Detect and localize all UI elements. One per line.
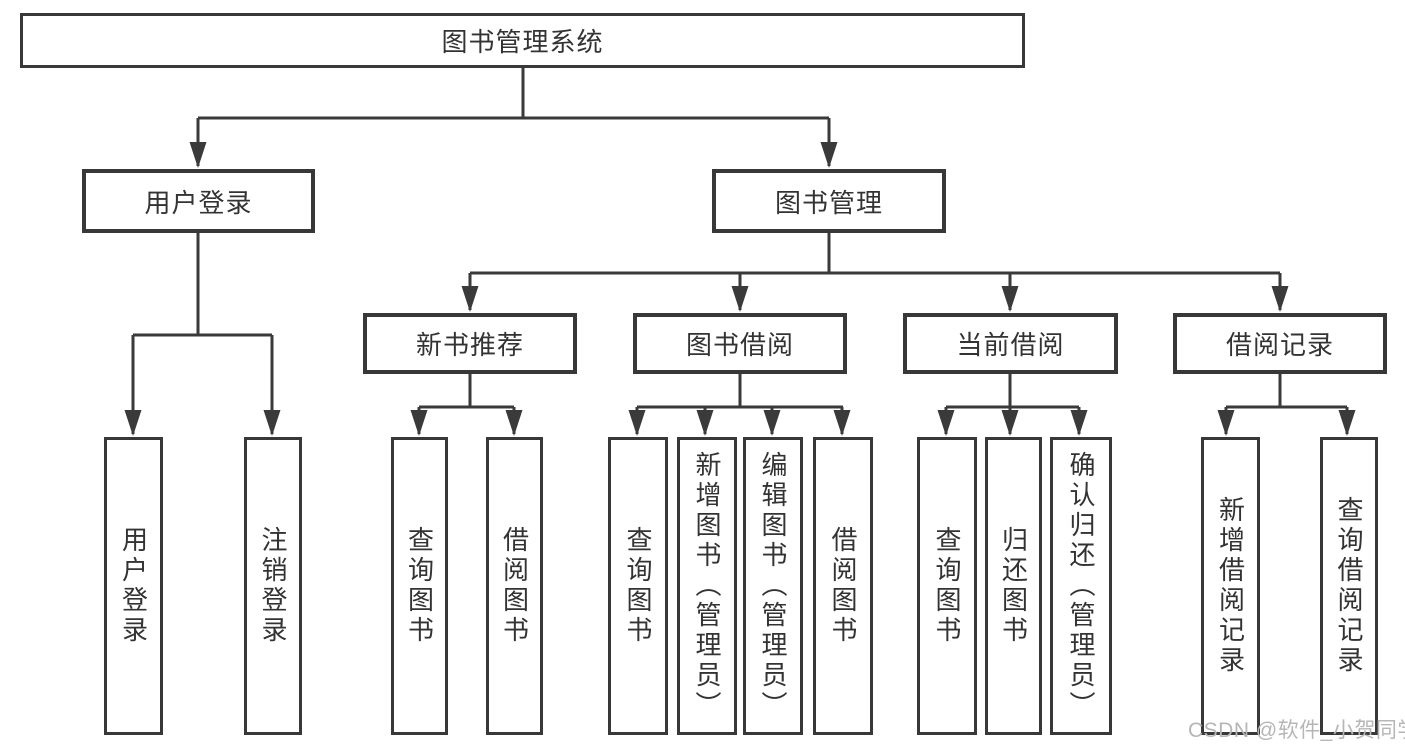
leaf-records-add-record-label: 新增借阅记录: [1215, 496, 1246, 676]
node-book-management-label: 图书管理: [774, 187, 883, 218]
node-user-login-label: 用户登录: [144, 187, 253, 218]
leaf-records-query-record-label: 查询借阅记录: [1334, 496, 1364, 676]
leaf-current-query-book-label: 查询图书: [932, 526, 962, 646]
watermark: CSDN @软件_小贺同学: [1188, 719, 1405, 742]
leaf-logout-label: 注销登录: [258, 526, 288, 646]
leaf-user-login: 用户登录: [104, 437, 163, 735]
node-book-borrowing: 图书借阅: [633, 313, 847, 374]
leaf-logout: 注销登录: [244, 437, 302, 735]
node-current-borrowing: 当前借阅: [903, 313, 1118, 374]
leaf-borrowing-borrow-book: 借阅图书: [813, 437, 873, 735]
node-new-book-recommend-label: 新书推荐: [415, 330, 524, 360]
leaf-borrowing-query-book: 查询图书: [608, 437, 668, 735]
leaf-recommend-borrow-book-label: 借阅图书: [499, 526, 530, 646]
leaf-recommend-query-book-label: 查询图书: [404, 526, 435, 646]
node-current-borrowing-label: 当前借阅: [956, 330, 1065, 360]
leaf-current-query-book: 查询图书: [917, 437, 977, 735]
leaf-user-login-label: 用户登录: [118, 526, 149, 646]
leaf-current-confirm-return-admin: 确认归还（管理员）: [1050, 437, 1112, 735]
leaf-records-add-record: 新增借阅记录: [1201, 437, 1260, 735]
node-library-system: 图书管理系统: [20, 13, 1025, 68]
leaf-records-query-record: 查询借阅记录: [1320, 437, 1378, 735]
leaf-recommend-borrow-book: 借阅图书: [486, 437, 543, 735]
node-book-management: 图书管理: [712, 169, 946, 233]
leaf-borrowing-query-book-label: 查询图书: [623, 526, 653, 646]
node-user-login: 用户登录: [82, 169, 315, 233]
leaf-recommend-query-book: 查询图书: [391, 437, 448, 735]
leaf-borrowing-add-book-admin: 新增图书（管理员）: [677, 437, 737, 735]
leaf-current-confirm-return-admin-label: 确认归还（管理员）: [1066, 451, 1096, 721]
node-library-system-label: 图书管理系统: [441, 27, 604, 57]
node-borrowing-records-label: 借阅记录: [1225, 330, 1334, 360]
leaf-borrowing-edit-book-admin: 编辑图书（管理员）: [743, 437, 803, 735]
leaf-borrowing-add-book-admin-label: 新增图书（管理员）: [692, 451, 722, 721]
leaf-borrowing-edit-book-admin-label: 编辑图书（管理员）: [758, 451, 788, 721]
node-book-borrowing-label: 图书借阅: [685, 330, 794, 360]
leaf-borrowing-borrow-book-label: 借阅图书: [828, 526, 858, 646]
leaf-current-return-book-label: 归还图书: [998, 526, 1029, 646]
node-new-book-recommend: 新书推荐: [363, 313, 577, 374]
node-borrowing-records: 借阅记录: [1173, 313, 1387, 374]
leaf-current-return-book: 归还图书: [985, 437, 1042, 735]
